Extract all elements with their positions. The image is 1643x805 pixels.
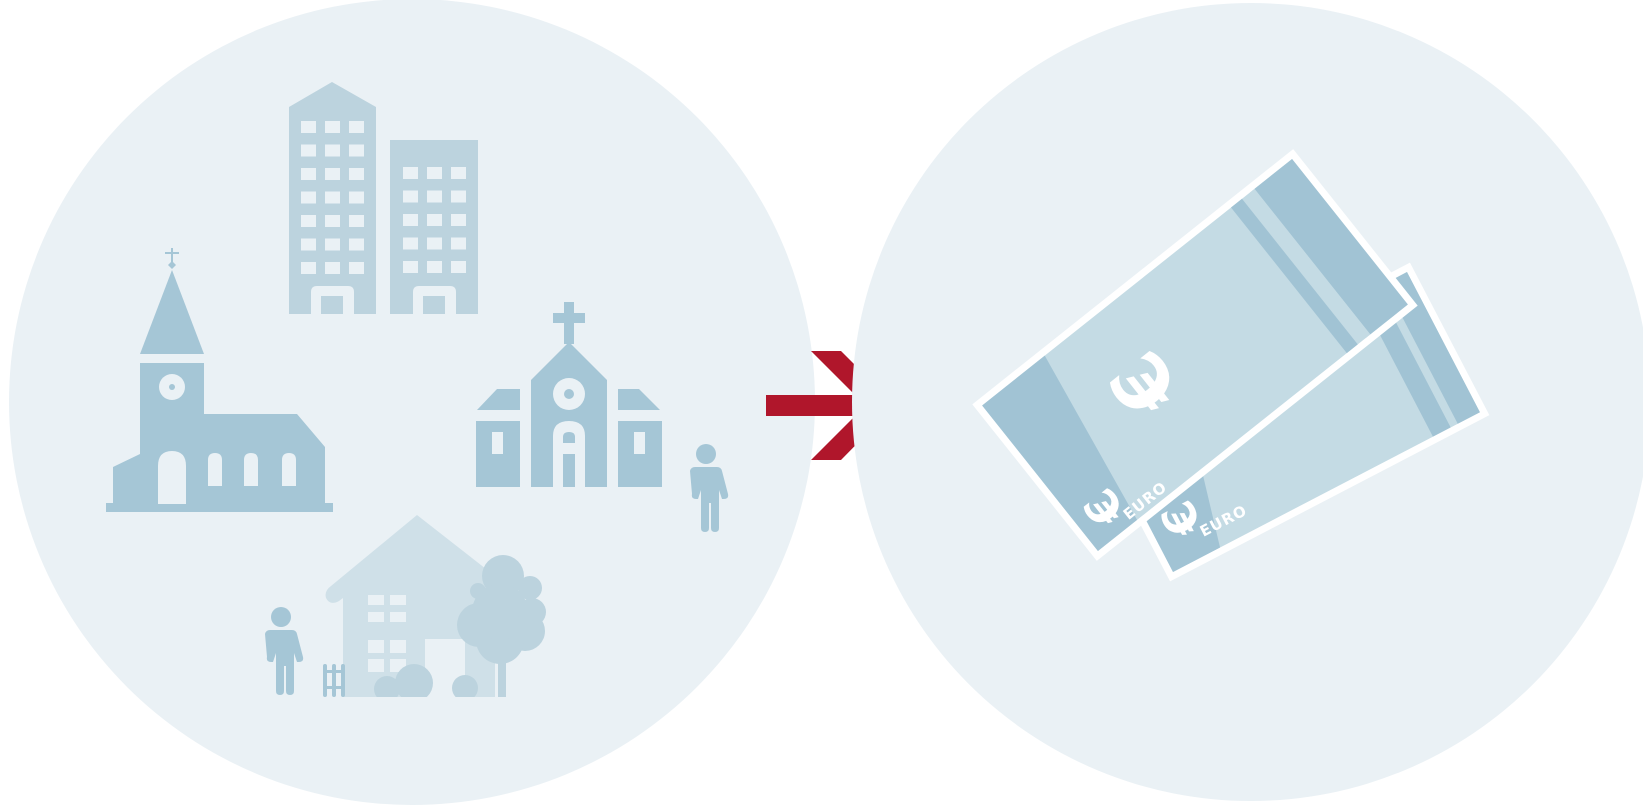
building-window [451, 214, 466, 226]
building-window [349, 168, 364, 180]
chapel-icon [476, 302, 662, 487]
building-window [427, 237, 442, 250]
building-window [451, 190, 466, 203]
building-window [301, 168, 316, 180]
bush-icon [370, 664, 480, 717]
building-window [403, 237, 418, 250]
building-window [325, 238, 340, 251]
building-window [427, 167, 442, 179]
building-window [325, 168, 340, 180]
assets-circle [9, 0, 815, 805]
building-window [349, 191, 364, 204]
building-window [325, 121, 340, 133]
building-window [349, 144, 364, 157]
building-window [349, 238, 364, 251]
building-window [325, 144, 340, 157]
building-window [301, 121, 316, 133]
house-icon [325, 515, 495, 697]
person-icon [265, 607, 304, 695]
building-window [325, 191, 340, 204]
building-window [301, 215, 316, 227]
building-window [301, 262, 316, 274]
building-window [349, 121, 364, 133]
fence-icon [323, 664, 345, 697]
building-window [427, 261, 442, 273]
church-icon [106, 248, 333, 512]
assets-group [9, 0, 815, 805]
building-window [301, 191, 316, 204]
building-window [301, 238, 316, 251]
building-window [325, 262, 340, 274]
building-window [451, 167, 466, 179]
building-window [403, 167, 418, 179]
apartment-building-icon [390, 140, 478, 314]
building-window [427, 214, 442, 226]
apartment-building-icon [289, 82, 376, 314]
building-window [403, 190, 418, 203]
building-window [325, 215, 340, 227]
building-window [403, 261, 418, 273]
building-window [301, 144, 316, 157]
euro-banknote-icon: € € EURO [972, 149, 1418, 561]
building-window [427, 190, 442, 203]
tree-icon [457, 555, 546, 697]
building-window [403, 214, 418, 226]
person-icon [690, 444, 729, 532]
building-window [451, 237, 466, 250]
building-window [451, 261, 466, 273]
money-group: € EURO € € EURO [852, 3, 1643, 801]
building-window [349, 262, 364, 274]
building-window [349, 215, 364, 227]
